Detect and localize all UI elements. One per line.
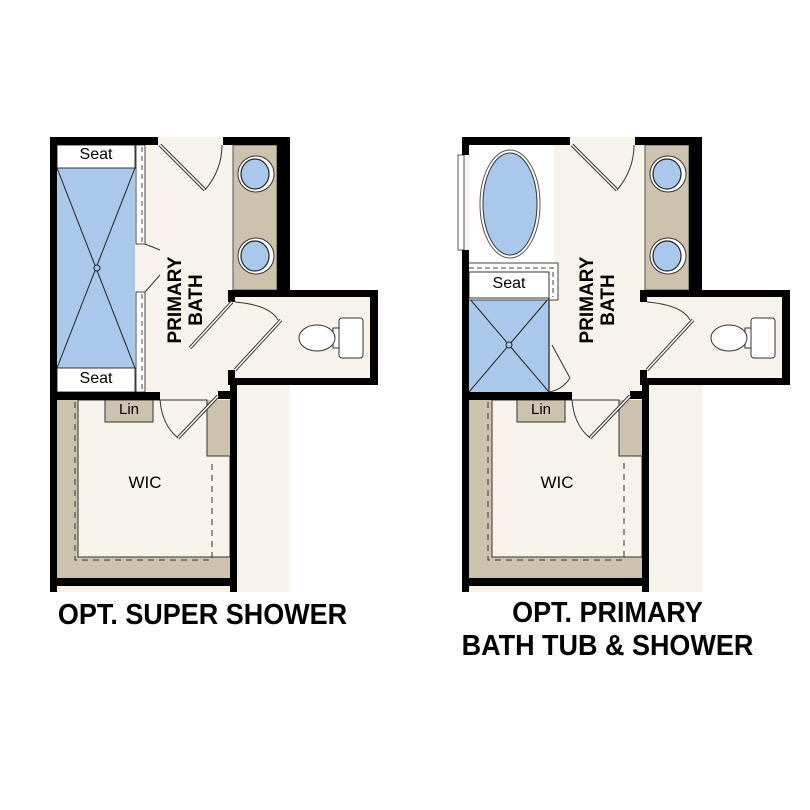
plan-super-shower: Seat Seat PRIMARY BATH Lin WIC [50,137,378,592]
floorplan-super-shower [50,137,378,592]
toilet-icon [298,317,364,359]
sink-icon [237,237,275,275]
bathtub-icon [479,149,541,259]
plan-title-super-shower: OPT. SUPER SHOWER [57,599,348,631]
door-swing [158,143,283,440]
seat-label-top: Seat [79,146,113,163]
plan-title-tub-and-shower: OPT. PRIMARY BATH TUB & SHOWER [461,597,754,662]
door-swing [570,143,695,440]
bath-label: PRIMARY BATH [165,256,207,344]
plan-tub-and-shower: Seat PRIMARY BATH Lin WIC [412,0,810,810]
toilet-icon [710,317,776,359]
sink-icon [649,155,687,193]
bath-label: PRIMARY BATH [577,256,619,344]
floorplan-tub-and-shower [457,137,790,592]
seat-label-bottom: Seat [79,370,113,387]
linen-label: Lin [530,401,552,418]
linen-label: Lin [118,401,140,418]
wic-label: WIC [128,473,162,492]
seat-label: Seat [492,275,526,292]
sink-icon [237,155,275,193]
sink-icon [649,237,687,275]
wic-label: WIC [540,473,574,492]
